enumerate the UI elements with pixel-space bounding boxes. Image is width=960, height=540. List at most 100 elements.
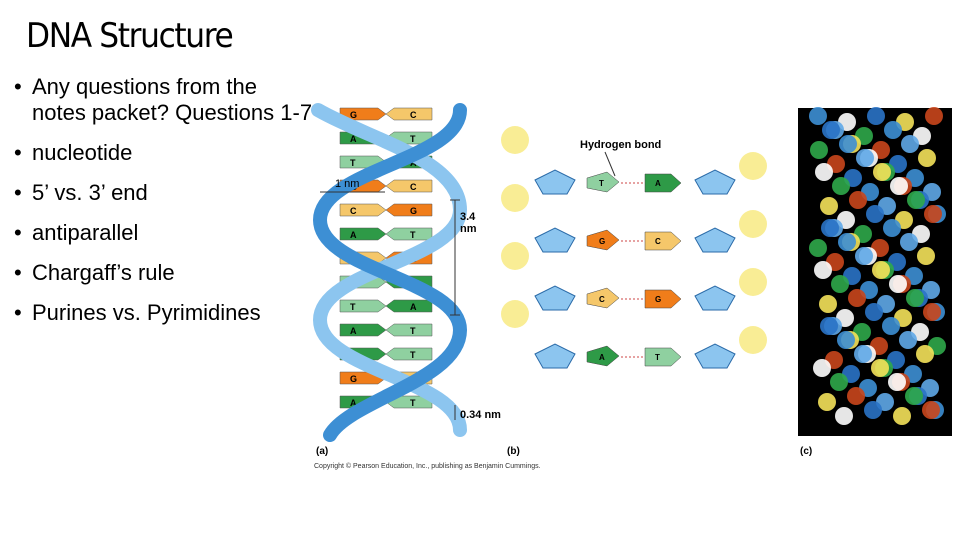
base-letter-left: A [599,353,605,362]
base-letter-right: A [410,302,417,312]
base-letter-right: G [410,206,417,216]
base-right [385,107,433,121]
label-1nm: 1 nm [335,178,359,190]
base-letter-right: C [410,182,417,192]
helix-strand-front [312,103,468,442]
base-left [586,345,620,367]
atom-sphere [866,205,884,223]
sugar-left [534,285,576,311]
hydrogen-bond-pointer [604,151,616,177]
phosphate-left [501,184,529,212]
atom-sphere [867,107,885,125]
base-right [385,179,433,193]
base-letter-right: T [410,134,416,144]
atom-sphere [855,247,873,265]
label-34nm-bottom: nm [460,223,477,235]
base-right [385,299,433,313]
atom-sphere [832,177,850,195]
base-right [385,347,433,361]
base-letter-right: C [410,110,417,120]
atom-sphere [810,141,828,159]
atom-sphere [888,373,906,391]
base-letter-right: C [655,237,661,246]
base-letter-right: T [410,230,416,240]
atom-sphere [916,345,934,363]
atom-sphere [839,135,857,153]
base-right [644,173,682,193]
phosphate-left [501,126,529,154]
atom-sphere [884,121,902,139]
atom-sphere [809,239,827,257]
atom-sphere [872,261,890,279]
atom-sphere [865,303,883,321]
atom-sphere [818,393,836,411]
base-letter-right: A [655,179,661,188]
atom-sphere [821,219,839,237]
panel-a-label: (a) [316,446,328,457]
hydrogen-bond-label: Hydrogen bond [580,139,661,151]
atom-sphere [917,247,935,265]
atom-sphere [882,317,900,335]
base-letter-right: T [410,398,416,408]
base-letter-left: G [350,374,357,384]
base-left [339,323,387,337]
atom-sphere [814,261,832,279]
bullet-questions: Any questions from the notes packet? Que… [14,74,314,126]
panel-c-label: (c) [800,446,812,457]
base-right [644,289,682,309]
copyright-text: Copyright © Pearson Education, Inc., pub… [314,462,541,470]
atom-sphere [837,331,855,349]
base-right [385,227,433,241]
phosphate-right [739,152,767,180]
base-right [644,231,682,251]
base-left [339,227,387,241]
panel-c-model: (c) [798,107,952,457]
base-letter-left: C [350,206,357,216]
base-letter-left: A [350,230,357,240]
phosphate-right [739,210,767,238]
base-left [339,299,387,313]
atom-sphere [864,401,882,419]
bullet-nucleotide: nucleotide [14,140,314,166]
atom-sphere [809,107,827,125]
base-letter-left: G [599,237,605,246]
atom-sphere [883,219,901,237]
model-atoms [809,107,946,425]
atom-sphere [820,317,838,335]
base-left [339,203,387,217]
base-left [586,171,620,193]
bullet-ends: 5’ vs. 3’ end [14,180,314,206]
base-letter-right: T [410,326,416,336]
sugar-right [694,227,736,253]
base-letter-right: T [655,353,660,362]
atom-sphere [893,407,911,425]
atom-sphere [901,135,919,153]
slide-title: DNA Structure [26,16,234,56]
label-034nm: 0.34 nm [460,409,501,421]
atom-sphere [815,163,833,181]
atom-sphere [838,233,856,251]
panel-b-label: (b) [507,446,520,457]
atom-sphere [922,401,940,419]
atom-sphere [906,289,924,307]
atom-sphere [849,191,867,209]
sugar-left [534,169,576,195]
sugar-right [694,285,736,311]
atom-sphere [918,149,936,167]
atom-sphere [925,107,943,125]
atom-sphere [873,163,891,181]
phosphate-right [739,268,767,296]
sugar-right [694,169,736,195]
base-letter-left: G [350,110,357,120]
